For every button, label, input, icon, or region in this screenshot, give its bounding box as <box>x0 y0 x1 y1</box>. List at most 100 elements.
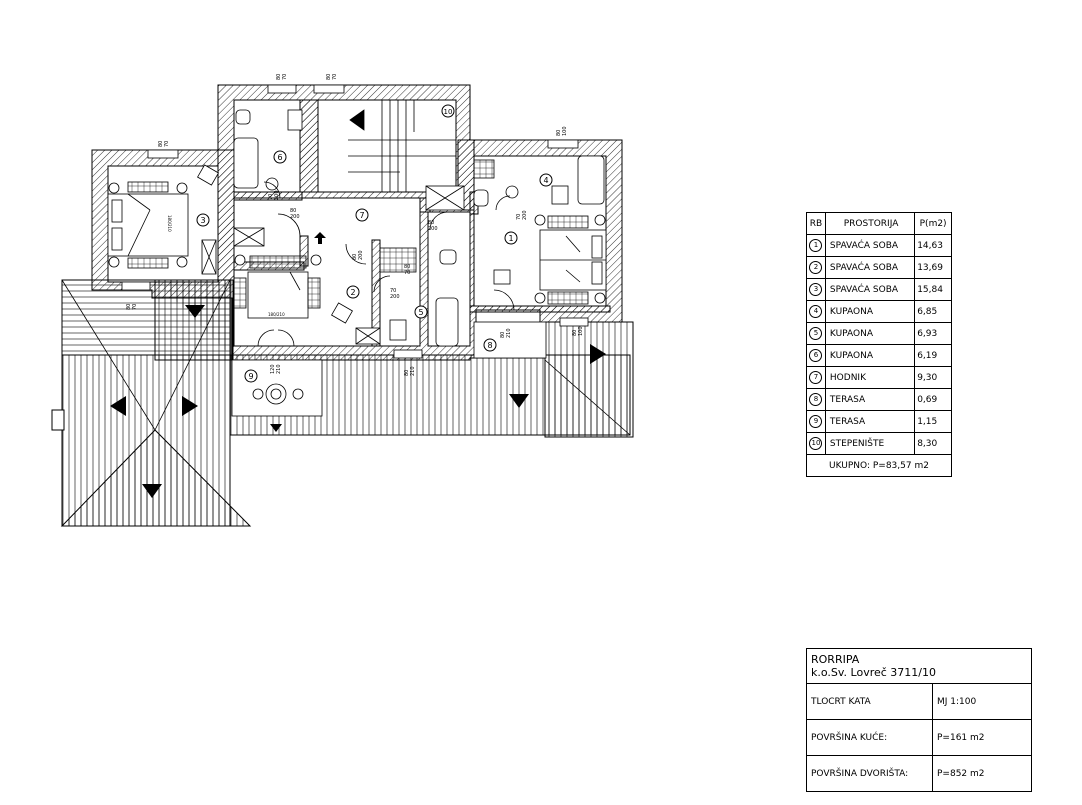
drawing-scale: MJ 1:100 <box>932 683 1032 720</box>
svg-text:70: 70 <box>282 74 288 80</box>
room-area: 6,85 <box>914 300 952 323</box>
room-name: TERASA <box>824 388 916 411</box>
room-number-8: 8 <box>483 338 497 352</box>
svg-text:80: 80 <box>404 370 410 376</box>
title-block: RORRIPA k.o.Sv. Lovreč 3711/10 TLOCRT KA… <box>806 648 1032 792</box>
title-row: TLOCRT KATA MJ 1:100 <box>806 683 1032 720</box>
svg-text:80: 80 <box>276 74 282 80</box>
svg-text:200: 200 <box>274 190 280 200</box>
table-row: 10 STEPENIŠTE 8,30 <box>806 432 952 455</box>
svg-text:180/210: 180/210 <box>167 215 172 232</box>
room-name: KUPAONA <box>824 300 916 323</box>
house-area-value: P=161 m2 <box>932 719 1032 756</box>
room-name: SPAVAĆA SOBA <box>824 256 916 279</box>
svg-text:2: 2 <box>350 288 355 297</box>
door-swings <box>257 181 515 347</box>
bathroom-fixtures <box>233 109 605 347</box>
room-area: 14,63 <box>914 234 952 257</box>
room-number-markers: 1 2 3 4 5 6 7 8 9 10 <box>196 104 553 383</box>
table-total-row: UKUPNO: P=83,57 m2 <box>806 454 952 477</box>
svg-text:80: 80 <box>352 254 358 260</box>
svg-text:180/210: 180/210 <box>268 312 285 317</box>
table-row: 5 KUPAONA 6,93 <box>806 322 952 345</box>
svg-text:80: 80 <box>572 330 578 336</box>
room-name: STEPENIŠTE <box>824 432 916 455</box>
arrow-right-icon <box>590 344 606 364</box>
room-area: 8,30 <box>914 432 952 455</box>
arrow-down-icon <box>185 305 205 318</box>
yard-area-value: P=852 m2 <box>932 755 1032 792</box>
room-area: 1,15 <box>914 410 952 433</box>
row-number: 4 <box>809 305 823 318</box>
terrace-table <box>231 321 547 417</box>
svg-text:4: 4 <box>543 176 548 185</box>
svg-text:10: 10 <box>444 108 453 116</box>
floor-plan: 1 2 3 4 5 6 7 8 9 10 80 70 80 70 80 70 8… <box>51 74 634 527</box>
room-number-4: 4 <box>539 173 553 187</box>
room-number-10: 10 <box>441 104 455 118</box>
room-name: SPAVAĆA SOBA <box>824 278 916 301</box>
title-row: POVRŠINA DVORIŠTA: P=852 m2 <box>806 755 1032 792</box>
svg-text:200: 200 <box>358 250 364 260</box>
room-area: 0,69 <box>914 388 952 411</box>
svg-text:120: 120 <box>270 364 276 374</box>
svg-text:70: 70 <box>132 304 138 310</box>
svg-text:6: 6 <box>277 153 282 162</box>
arrow-down-icon <box>142 484 162 498</box>
svg-text:100: 100 <box>578 326 584 336</box>
stair-direction-icon <box>349 109 365 131</box>
svg-text:9: 9 <box>248 372 253 381</box>
project-title: RORRIPA <box>811 653 860 666</box>
svg-text:210: 210 <box>410 366 416 376</box>
windows <box>121 84 589 359</box>
svg-text:5: 5 <box>418 308 423 317</box>
total-area: UKUPNO: P=83,57 m2 <box>806 454 952 477</box>
svg-text:80: 80 <box>126 304 132 310</box>
rooms-area-table: RB PROSTORIJA P(m2) 1 SPAVAĆA SOBA 14,63… <box>806 212 952 477</box>
svg-text:70: 70 <box>268 194 274 200</box>
bed-size-labels: 180/210 180/210 <box>167 215 285 317</box>
table-row: 2 SPAVAĆA SOBA 13,69 <box>806 256 952 279</box>
arrow-down-icon <box>509 394 529 408</box>
bed-room-2 <box>233 227 381 345</box>
svg-text:80: 80 <box>556 130 562 136</box>
header-rb: RB <box>806 212 826 235</box>
room-number-2: 2 <box>346 285 360 299</box>
opening-dimensions: 80 70 80 70 80 70 80 100 80 70 80 200 70… <box>126 74 584 376</box>
svg-text:80: 80 <box>500 332 506 338</box>
room-number-3: 3 <box>196 213 210 227</box>
svg-text:70: 70 <box>332 74 338 80</box>
row-number: 8 <box>809 393 823 406</box>
room-number-1: 1 <box>504 231 518 245</box>
svg-text:210: 210 <box>506 328 512 338</box>
svg-text:200: 200 <box>522 210 528 220</box>
header-room: PROSTORIJA <box>824 212 916 235</box>
room-number-9: 9 <box>244 369 258 383</box>
table-row: 7 HODNIK 9,30 <box>806 366 952 389</box>
svg-text:200: 200 <box>428 226 438 232</box>
arrow-down-icon <box>270 424 282 432</box>
project-name: RORRIPA k.o.Sv. Lovreč 3711/10 <box>806 648 1032 684</box>
house-area-label: POVRŠINA KUĆE: <box>806 719 933 756</box>
row-number: 10 <box>809 437 823 450</box>
arrow-left-icon <box>110 396 126 416</box>
project-parcel: k.o.Sv. Lovreč 3711/10 <box>811 666 936 679</box>
arrow-right-icon <box>182 396 198 416</box>
room-number-5: 5 <box>414 305 428 319</box>
table-row: 1 SPAVAĆA SOBA 14,63 <box>806 234 952 257</box>
drawing-name: TLOCRT KATA <box>806 683 933 720</box>
svg-text:70: 70 <box>390 288 396 294</box>
svg-text:200: 200 <box>290 214 300 220</box>
table-header-row: RB PROSTORIJA P(m2) <box>806 212 952 235</box>
compass-icon <box>314 232 326 244</box>
table-row: 4 KUPAONA 6,85 <box>806 300 952 323</box>
room-name: SPAVAĆA SOBA <box>824 234 916 257</box>
room-number-6: 6 <box>273 150 287 164</box>
row-number: 6 <box>809 349 823 362</box>
table-row: 3 SPAVAĆA SOBA 15,84 <box>806 278 952 301</box>
title-row: POVRŠINA KUĆE: P=161 m2 <box>806 719 1032 756</box>
row-number: 5 <box>809 327 823 340</box>
svg-text:100: 100 <box>562 126 568 136</box>
header-area: P(m2) <box>914 212 952 235</box>
room-area: 9,30 <box>914 366 952 389</box>
